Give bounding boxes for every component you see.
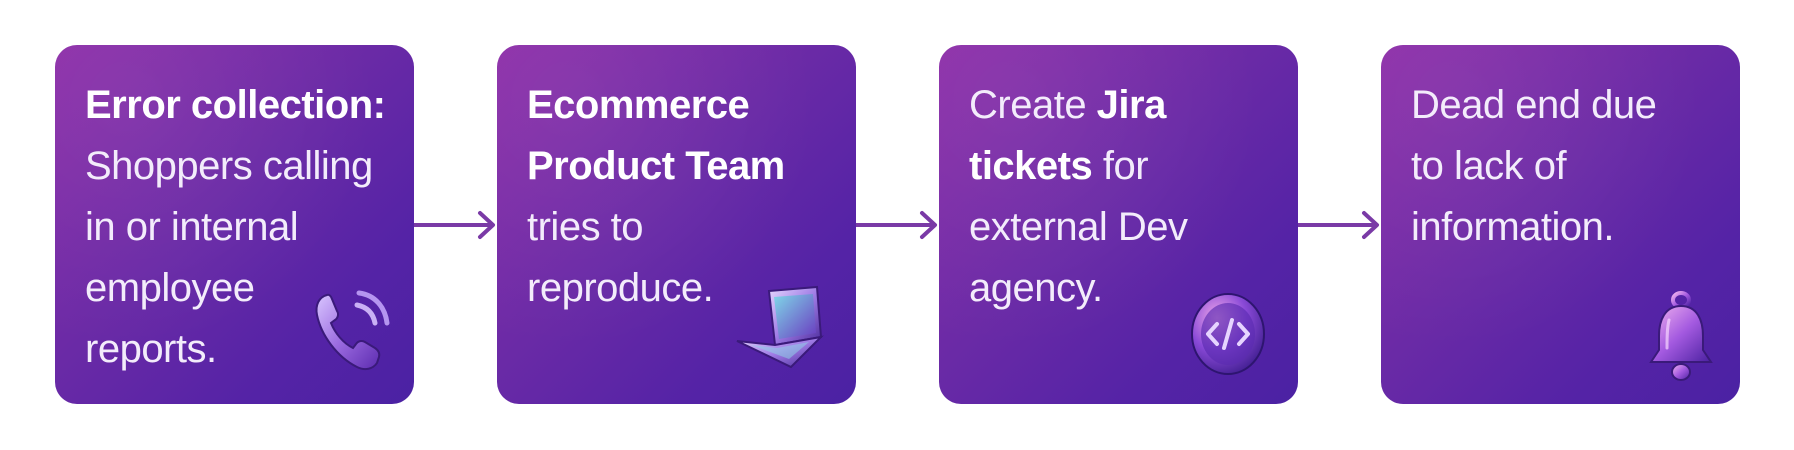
flow-arrow (856, 211, 937, 239)
step-3-bold-jira: Jira (1096, 83, 1167, 127)
step-4-line-2: to lack of (1411, 144, 1567, 188)
step-1-line-5: reports. (85, 327, 217, 371)
step-4-line-1: Dead end due (1411, 83, 1657, 127)
step-1-line-3: in or internal (85, 205, 299, 249)
step-3-line-2-rest: for (1092, 144, 1149, 188)
step-1-line-2: Shoppers calling (85, 144, 373, 188)
step-text: Dead end due to lack of information. (1411, 75, 1716, 258)
laptop-icon (736, 285, 824, 369)
flow-arrow (1298, 211, 1379, 239)
step-3-pre: Create (969, 83, 1097, 127)
step-card-error-collection: Error collection: Shoppers calling in or… (55, 45, 414, 404)
step-1-line-4: employee (85, 266, 255, 310)
phone-icon (315, 290, 390, 371)
step-card-dead-end: Dead end due to lack of information. (1381, 45, 1740, 404)
flow-arrow (414, 211, 495, 239)
step-text: Ecommerce Product Team tries to reproduc… (527, 75, 832, 319)
step-2-line-4: reproduce. (527, 266, 714, 310)
step-card-jira-tickets: Create Jira tickets for external Dev age… (939, 45, 1298, 404)
step-2-title-line-1: Ecommerce (527, 83, 750, 127)
code-icon (1191, 293, 1265, 375)
step-3-line-3: external Dev (969, 205, 1188, 249)
step-text: Error collection: Shoppers calling in or… (85, 75, 390, 380)
step-text: Create Jira tickets for external Dev age… (969, 75, 1274, 319)
step-2-title-line-2: Product Team (527, 144, 785, 188)
step-2-line-3: tries to (527, 205, 644, 249)
step-card-product-team: Ecommerce Product Team tries to reproduc… (497, 45, 856, 404)
step-3-line-4: agency. (969, 266, 1103, 310)
step-3-bold-tickets: tickets (969, 144, 1093, 188)
bell-icon (1649, 291, 1713, 381)
step-1-title: Error collection: (85, 83, 386, 127)
step-4-line-3: information. (1411, 205, 1614, 249)
